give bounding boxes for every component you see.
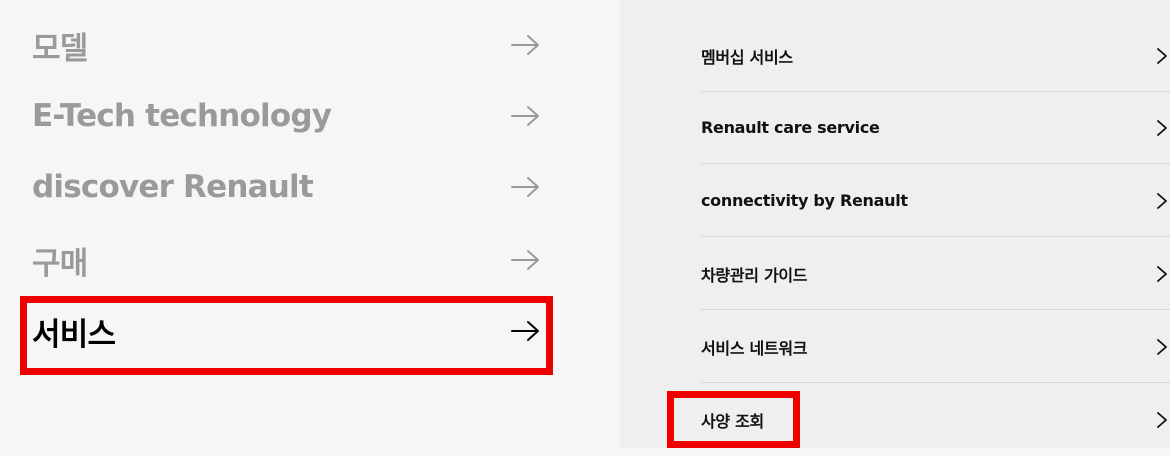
submenu-panel: 멤버십 서비스 Renault care service connectivit… xyxy=(620,0,1170,448)
chevron-right-icon xyxy=(1157,119,1167,136)
main-menu-label: 모델 xyxy=(32,30,88,67)
submenu-item-spec-lookup[interactable]: 사양 조회 xyxy=(701,384,1170,456)
main-menu-item-purchase[interactable]: 구매 xyxy=(32,235,542,285)
submenu-item-connectivity[interactable]: connectivity by Renault xyxy=(701,165,1170,237)
chevron-right-icon xyxy=(1157,47,1167,64)
chevron-right-icon xyxy=(1157,412,1167,428)
submenu-item-care-service[interactable]: Renault care service xyxy=(701,92,1170,164)
submenu-label: 서비스 네트워크 xyxy=(701,338,808,358)
main-menu-item-e-tech[interactable]: E-Tech technology xyxy=(32,91,542,141)
arrow-right-icon xyxy=(511,250,539,270)
arrow-right-icon xyxy=(511,177,539,197)
main-menu-label: E-Tech technology xyxy=(32,98,332,134)
submenu-label: 차량관리 가이드 xyxy=(701,265,808,285)
chevron-right-icon xyxy=(1157,192,1167,209)
submenu-item-vehicle-care-guide[interactable]: 차량관리 가이드 xyxy=(701,238,1170,310)
main-menu-label: 구매 xyxy=(32,245,88,282)
arrow-right-icon xyxy=(511,321,539,341)
submenu-label: Renault care service xyxy=(701,118,880,137)
submenu-label: 멤버십 서비스 xyxy=(701,47,793,67)
arrow-right-icon xyxy=(511,35,539,55)
submenu-label: 사양 조회 xyxy=(701,412,764,431)
main-menu-item-discover[interactable]: discover Renault xyxy=(32,162,542,212)
main-menu: 모델 E-Tech technology discover Renault 구매… xyxy=(20,20,553,375)
submenu-item-membership[interactable]: 멤버십 서비스 xyxy=(701,20,1170,92)
arrow-right-icon xyxy=(511,106,539,126)
main-menu-label: discover Renault xyxy=(32,169,314,205)
main-menu-item-models[interactable]: 모델 xyxy=(32,20,542,70)
chevron-right-icon xyxy=(1157,265,1167,282)
submenu-item-service-network[interactable]: 서비스 네트워크 xyxy=(701,311,1170,383)
main-menu-item-service[interactable]: 서비스 xyxy=(32,306,542,356)
main-menu-label: 서비스 xyxy=(32,316,116,353)
submenu-label: connectivity by Renault xyxy=(701,191,908,210)
chevron-right-icon xyxy=(1157,338,1167,355)
